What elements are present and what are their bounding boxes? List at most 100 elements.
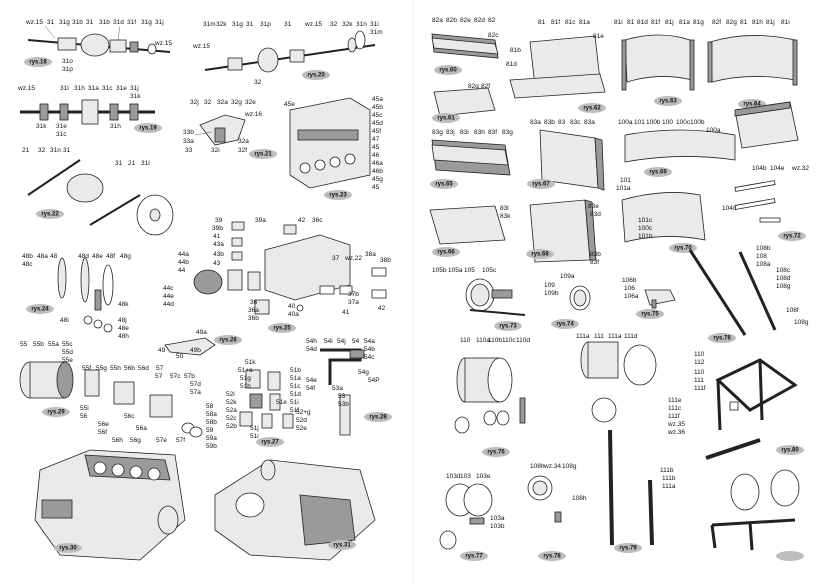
svg-text:rys.62: rys.62	[583, 106, 601, 112]
figure-labels: 100a 101 100b 100 100c 100b 100a	[618, 119, 721, 134]
part-label: 81h	[752, 19, 763, 26]
figure-labels: wz.15 31 31g 31b 31 31b 31d 31f 31g 31j …	[25, 19, 172, 73]
part-label: 111c	[668, 405, 682, 412]
part-label: 51a	[290, 375, 301, 382]
part-label: 51+a	[238, 367, 253, 374]
figure-badge: rys.79	[614, 543, 642, 553]
part-label: 51j	[250, 425, 259, 432]
part-label: 53b	[338, 401, 349, 408]
svg-text:rys.23: rys.23	[329, 193, 347, 199]
svg-text:rys.21: rys.21	[254, 152, 272, 158]
figure-labels: 106b 106 106a	[622, 277, 639, 300]
part-label: 55d	[62, 349, 73, 356]
part-label: 111a	[576, 333, 590, 340]
figure-badge: rys.74	[551, 319, 579, 329]
part-label: 109	[544, 282, 555, 289]
part-label: 83a	[530, 119, 541, 126]
part-label: 111f	[668, 413, 680, 420]
svg-text:rys.29: rys.29	[47, 410, 65, 416]
part-label: 100a	[706, 127, 721, 134]
part-label: 83h	[474, 129, 485, 136]
figure-labels: 108b 108 108a 108c 108d 108g 108f 108g 1…	[530, 245, 809, 502]
part-label: 54d	[306, 346, 317, 353]
part-label: 21	[128, 160, 136, 167]
part-label: 45	[372, 184, 380, 191]
part-label: 82f	[481, 83, 490, 90]
part-label: 40a	[288, 311, 299, 318]
part-label: 32f	[238, 147, 247, 154]
part-label: wz.15	[17, 85, 35, 92]
part-label: 108h	[530, 463, 545, 470]
part-label: 44d	[163, 301, 174, 308]
part-label: 54j	[337, 338, 346, 345]
figure-rys76: 103d 103 103e 103a 103b rys.77	[439, 473, 505, 561]
part-label: 81	[740, 19, 748, 26]
part-label: 32a	[217, 99, 228, 106]
part-label: 51f	[290, 407, 299, 414]
figure-badge: rys.26	[214, 335, 242, 345]
figure-badge: rys.60	[434, 65, 462, 75]
part-label: 111f	[694, 385, 706, 392]
figure-labels: 105b 105a 105 105c	[432, 267, 497, 274]
part-label: 31n	[356, 21, 367, 28]
figure-badge: rys.18	[24, 57, 52, 67]
part-label: 108d	[776, 275, 791, 282]
part-label: 81c	[565, 19, 576, 26]
part-label: 54a	[364, 338, 375, 345]
part-label: 52l	[226, 391, 235, 398]
part-label: 47	[372, 136, 380, 143]
part-label: 51h	[240, 383, 251, 390]
svg-text:rys.78: rys.78	[543, 554, 561, 560]
part-label: 100	[662, 119, 673, 126]
figure-rys61: 82g 82f rys.61	[432, 83, 496, 123]
figure-badge: rys.80	[776, 445, 804, 455]
figure-badge: rys.75	[636, 309, 664, 319]
part-label: 50	[176, 353, 184, 360]
part-label: 48e	[118, 325, 129, 332]
part-label: 55g	[96, 365, 107, 372]
part-label: 83f	[488, 129, 497, 136]
part-label: 54P	[368, 377, 380, 384]
part-label: 31j	[130, 85, 139, 92]
part-label: 54	[352, 338, 360, 345]
part-label: 56	[80, 413, 88, 420]
part-label: 58b	[206, 419, 217, 426]
figure-rys19: wz.15 31l 31h 31a 31c 31e 31j 31k 31k 31…	[17, 85, 162, 138]
figure-badge: rys.23	[324, 190, 352, 200]
figure-rys74: 106b 106 106a rys.75	[622, 277, 676, 319]
part-label: 108	[756, 253, 767, 260]
part-label: 101a	[616, 185, 631, 192]
part-label: 104b	[752, 165, 767, 172]
figure-badge: rys.66	[432, 247, 460, 257]
part-label: 43b	[213, 251, 224, 258]
part-label: 57	[155, 373, 163, 380]
svg-text:rys.69: rys.69	[649, 170, 667, 176]
figure-badge: rys.21	[249, 149, 277, 159]
part-label: 111a	[608, 333, 622, 340]
part-label: 38a	[365, 251, 376, 258]
part-label: 32a	[238, 138, 249, 145]
part-label: 39b	[212, 225, 223, 232]
part-label: 110d	[516, 337, 530, 344]
figure-rys62: 81 81f 81c 81a 81e 81b 81d rys.62	[506, 19, 606, 113]
part-label: 111a	[662, 483, 676, 490]
figure-badge: rys.20	[302, 70, 330, 80]
part-label: 52d	[296, 417, 307, 424]
svg-text:rys.77: rys.77	[465, 554, 483, 560]
part-label: 44c	[163, 285, 174, 292]
figure-badge: rys.19	[134, 123, 162, 133]
part-label: 36	[250, 299, 258, 306]
part-label: 81a	[679, 19, 690, 26]
svg-text:rys.24: rys.24	[31, 307, 49, 313]
part-label: 110	[694, 369, 705, 376]
figure-labels: 83g 83j 83i 83h 83f 83g	[432, 129, 513, 136]
part-label: 55a	[48, 341, 59, 348]
part-label: 52c	[226, 415, 237, 422]
part-label: 101b	[638, 233, 653, 240]
part-label: 43a	[213, 241, 224, 248]
part-label: 104c	[722, 205, 737, 212]
part-label: 51i	[250, 433, 259, 440]
figure-rys31: rys.31	[214, 459, 376, 561]
part-label: 57a	[190, 389, 201, 396]
